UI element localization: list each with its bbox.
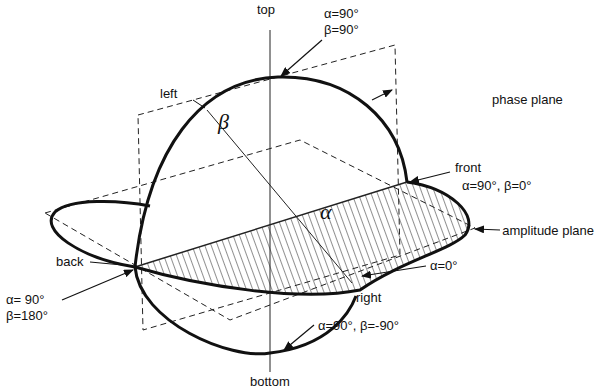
phase-lobe-lower	[135, 267, 356, 354]
angle-label: α=0°	[430, 258, 458, 273]
leader-line	[90, 262, 133, 266]
region-symbol: β	[218, 110, 229, 134]
axis-label: bottom	[250, 374, 290, 389]
angle-label: α=90°, β=0°	[462, 178, 532, 193]
axis-label: front	[455, 160, 481, 175]
amplitude-hatch	[135, 182, 469, 294]
axis-label: top	[257, 2, 275, 17]
phase-lobe-upper	[135, 77, 407, 267]
axis-label: back	[56, 254, 83, 269]
plane-label: phase plane	[492, 92, 563, 107]
region-symbol: α	[320, 200, 332, 224]
leader-arrow	[62, 270, 133, 300]
leader-arrow	[281, 40, 322, 76]
angle-label: α=90°	[324, 6, 359, 21]
angle-label: α= 90°	[6, 292, 44, 307]
leader-arrow	[284, 325, 314, 350]
amplitude-lobe-right	[135, 182, 469, 294]
leader-arrow	[372, 90, 392, 100]
angle-label: α=90°, β=-90°	[318, 318, 399, 333]
left-right-axis	[207, 110, 352, 283]
angle-label: β=180°	[6, 308, 48, 323]
amplitude-plane	[45, 140, 475, 320]
angle-label: β=90°	[324, 22, 359, 37]
axis-label: left	[160, 86, 177, 101]
axis-label: right	[356, 290, 381, 305]
leader-arrow	[475, 229, 500, 230]
leader-arrow	[410, 172, 450, 182]
leader-arrow	[362, 266, 426, 276]
vertical-axis	[270, 30, 271, 372]
plane-label: amplitude plane	[502, 223, 594, 238]
leader-line	[193, 100, 205, 108]
back-front-axis	[135, 182, 407, 267]
